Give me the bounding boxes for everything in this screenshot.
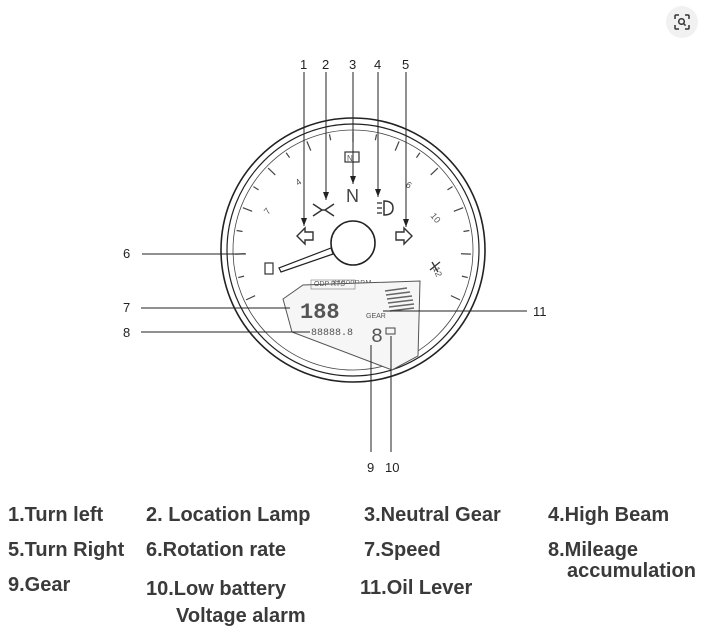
rpm-tick (267, 167, 276, 176)
lcd-mode-label: ODP RTS (314, 281, 345, 288)
oil-level-bars (384, 287, 415, 312)
neutral-lamp-icon: N (344, 151, 360, 163)
rpm-tick (447, 186, 453, 191)
rpm-needle (278, 247, 334, 273)
lens-glyph (674, 14, 690, 30)
callout-number-10: 10 (385, 460, 399, 475)
callout-number-9: 9 (367, 460, 374, 475)
engine-warning-icon (429, 261, 441, 273)
needle-hub (330, 220, 376, 266)
rpm-tick (253, 186, 259, 191)
fuel-pump-icon (264, 262, 274, 275)
svg-text:4: 4 (293, 177, 303, 188)
neutral-gear-indicator: N (346, 186, 359, 206)
rpm-tick (415, 152, 421, 159)
rpm-tick (461, 275, 468, 279)
svg-text:7: 7 (262, 206, 273, 216)
rpm-tick (450, 295, 461, 301)
location-lamp-icon (312, 203, 335, 217)
rpm-tick-marks (235, 132, 471, 301)
callout-arrowheads (301, 176, 409, 227)
rpm-tick (453, 207, 464, 212)
speed-digits: 188 (300, 300, 340, 325)
turn-right-icon (395, 226, 413, 246)
rpm-tick (463, 229, 470, 233)
rpm-tick (430, 167, 439, 176)
turn-left-icon (296, 226, 314, 246)
callout-number-7: 7 (123, 300, 130, 315)
callout-number-5: 5 (402, 57, 409, 72)
rpm-tick (238, 275, 245, 279)
callout-number-11: 11 (533, 304, 547, 319)
gear-digit: 8 (371, 326, 383, 349)
callout-number-3: 3 (349, 57, 356, 72)
rpm-tick (285, 152, 291, 159)
rpm-tick (245, 295, 256, 301)
battery-icon (385, 327, 396, 335)
callout-number-1: 1 (300, 57, 307, 72)
svg-text:10: 10 (428, 211, 442, 225)
lcd-panel (282, 280, 421, 371)
rpm-scale-glyphs: 7 4 6 10 12 (262, 177, 444, 279)
callout-number-6: 6 (123, 246, 130, 261)
visual-search-icon[interactable] (666, 6, 698, 38)
svg-text:6: 6 (404, 179, 414, 190)
rpm-tick (242, 207, 253, 212)
callout-number-2: 2 (322, 57, 329, 72)
svg-text:N: N (347, 154, 353, 163)
rpm-tick (236, 229, 243, 233)
odometer-digits: 88888.8 (311, 328, 353, 339)
rpm-tick (328, 134, 332, 141)
rpm-tick (374, 134, 378, 141)
rpm-tick (394, 141, 400, 151)
gear-label: GEAR (366, 313, 386, 320)
high-beam-icon (377, 200, 394, 216)
callout-number-4: 4 (374, 57, 381, 72)
callout-number-8: 8 (123, 325, 130, 340)
rpm-tick (306, 141, 312, 151)
lcd-mode-box (310, 279, 356, 290)
callout-leader-lines (141, 72, 527, 452)
